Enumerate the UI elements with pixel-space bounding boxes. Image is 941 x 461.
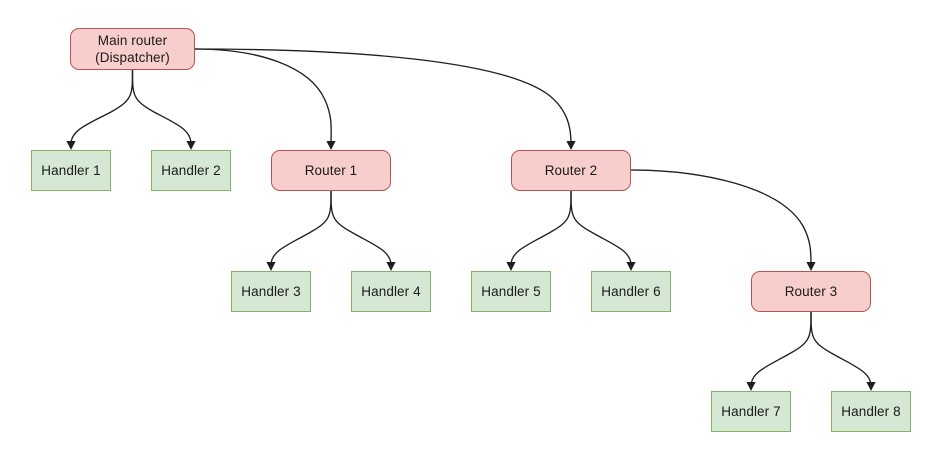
edge-main-router-1-arrowhead (326, 141, 336, 150)
edge-main-handler-1-arrowhead (66, 141, 76, 150)
edge-router-2-handler-6-arrowhead (626, 262, 636, 271)
node-label: Handler 2 (161, 162, 221, 178)
node-handler-8[interactable]: Handler 8 (831, 391, 911, 432)
node-label: Handler 8 (841, 403, 901, 419)
node-label: Handler 5 (481, 283, 541, 299)
edge-main-handler-1 (70, 69, 134, 145)
node-label: Main router (Dispatcher) (95, 32, 170, 65)
edge-main-handler-2 (131, 69, 192, 145)
node-label: Router 1 (304, 162, 358, 178)
node-handler-1[interactable]: Handler 1 (31, 150, 111, 191)
node-label: Handler 3 (241, 283, 301, 299)
edge-router-3-handler-8 (810, 311, 872, 387)
edge-main-router-2 (194, 48, 572, 145)
edge-main-router-2-arrowhead (566, 141, 576, 150)
edge-router-2-handler-5 (510, 190, 572, 266)
edge-main-handler-2-arrowhead (186, 141, 196, 150)
edge-router-1-handler-3-arrowhead (266, 262, 276, 271)
node-label: Handler 6 (601, 283, 661, 299)
node-router-1[interactable]: Router 1 (271, 150, 391, 191)
edge-router-2-handler-5-arrowhead (506, 262, 516, 271)
node-label: Handler 7 (721, 403, 781, 419)
node-router-3[interactable]: Router 3 (751, 271, 871, 312)
node-handler-2[interactable]: Handler 2 (151, 150, 231, 191)
node-label: Handler 4 (361, 283, 421, 299)
edge-router-2-router-3 (630, 169, 812, 266)
edge-router-2-router-3-arrowhead (806, 262, 816, 271)
node-handler-7[interactable]: Handler 7 (711, 391, 791, 432)
edge-main-router-1 (194, 48, 332, 145)
edge-router-1-handler-3 (270, 190, 332, 266)
node-label: Router 2 (544, 162, 598, 178)
node-label: Handler 1 (41, 162, 101, 178)
edge-router-1-handler-4 (330, 190, 392, 266)
edge-router-3-handler-7 (750, 311, 812, 387)
edge-router-3-handler-8-arrowhead (866, 382, 876, 391)
edge-router-2-handler-6 (570, 190, 632, 266)
node-handler-6[interactable]: Handler 6 (591, 271, 671, 312)
node-label: Router 3 (784, 283, 838, 299)
edge-router-3-handler-7-arrowhead (746, 382, 756, 391)
node-handler-3[interactable]: Handler 3 (231, 271, 311, 312)
edge-router-1-handler-4-arrowhead (386, 262, 396, 271)
node-router-2[interactable]: Router 2 (511, 150, 631, 191)
node-handler-4[interactable]: Handler 4 (351, 271, 431, 312)
node-main-router[interactable]: Main router (Dispatcher) (70, 28, 195, 70)
node-handler-5[interactable]: Handler 5 (471, 271, 551, 312)
